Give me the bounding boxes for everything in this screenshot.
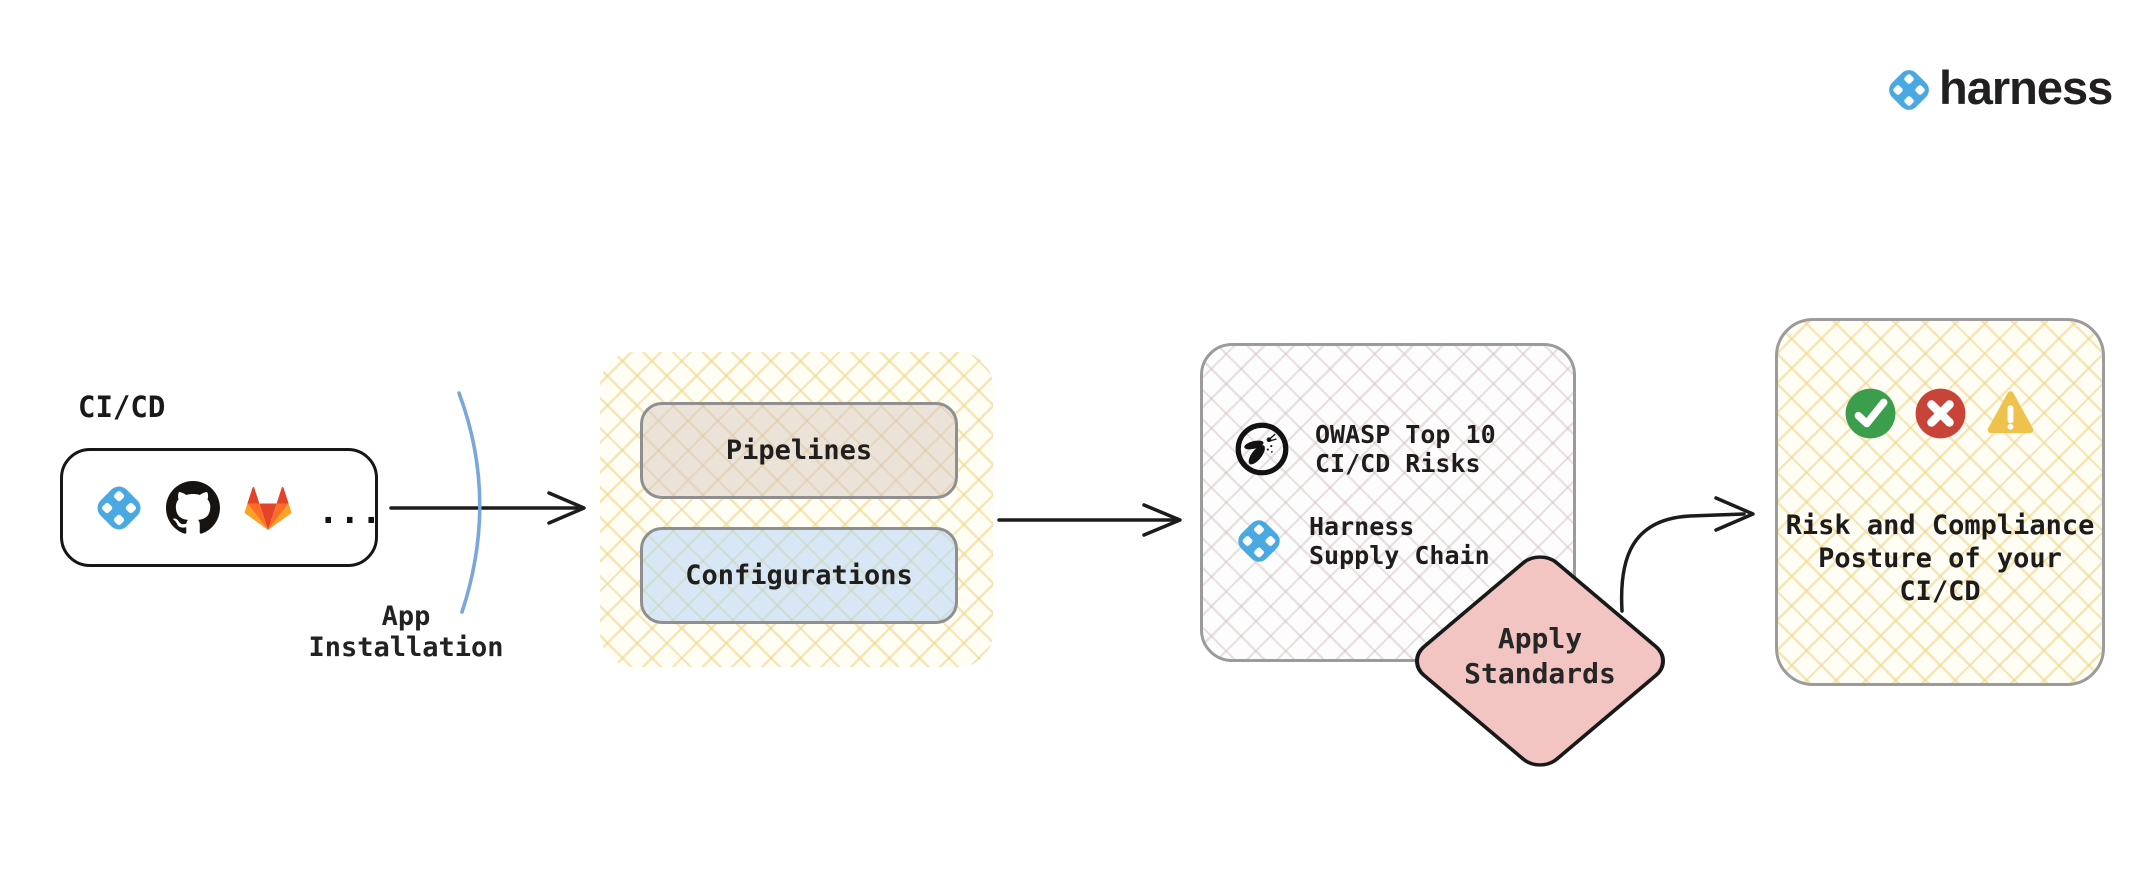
result-box: Risk and Compliance Posture of your CI/C…: [1775, 318, 2105, 686]
pipelines-group-box: Pipelines Configurations: [600, 352, 993, 667]
github-icon: [166, 480, 220, 534]
cicd-source-label: CI/CD: [78, 390, 166, 424]
configurations-label: Configurations: [685, 560, 913, 591]
app-installation-label: App Installation: [308, 601, 504, 663]
status-icons-row: [1778, 387, 2102, 440]
standards-box: OWASP Top 10 CI/CD Risks Harness Supply …: [1200, 343, 1576, 662]
harness-supply-chain-item: Harness Supply Chain: [1233, 512, 1490, 570]
supply-chain-label: Harness Supply Chain: [1309, 512, 1490, 570]
warning-icon: [1987, 391, 2033, 434]
cicd-providers-box: ...: [60, 448, 381, 567]
pipelines-label: Pipelines: [725, 435, 873, 466]
owasp-risks-item: OWASP Top 10 CI/CD Risks: [1233, 420, 1496, 478]
app-installation-arc: [457, 391, 482, 614]
pipelines-box: Pipelines: [640, 402, 958, 499]
arrow-standards-to-result: [1619, 512, 1746, 613]
more-providers-ellipsis: ...: [318, 491, 383, 532]
result-caption: Risk and Compliance Posture of your CI/C…: [1785, 510, 2095, 607]
configurations-box: Configurations: [640, 527, 958, 624]
apply-standards-label: Apply Standards: [1464, 622, 1616, 690]
harness-logo-text: harness: [1939, 61, 2113, 114]
owasp-icon: [1235, 422, 1289, 476]
harness-icon: [92, 481, 146, 535]
harness-logo: harness: [1884, 61, 2113, 115]
harness-icon: [1233, 515, 1285, 567]
gitlab-icon: [244, 486, 292, 530]
check-icon: [1845, 388, 1895, 439]
owasp-label: OWASP Top 10 CI/CD Risks: [1315, 420, 1496, 478]
cross-icon: [1915, 388, 1965, 439]
harness-logo-icon: [1884, 65, 1934, 115]
